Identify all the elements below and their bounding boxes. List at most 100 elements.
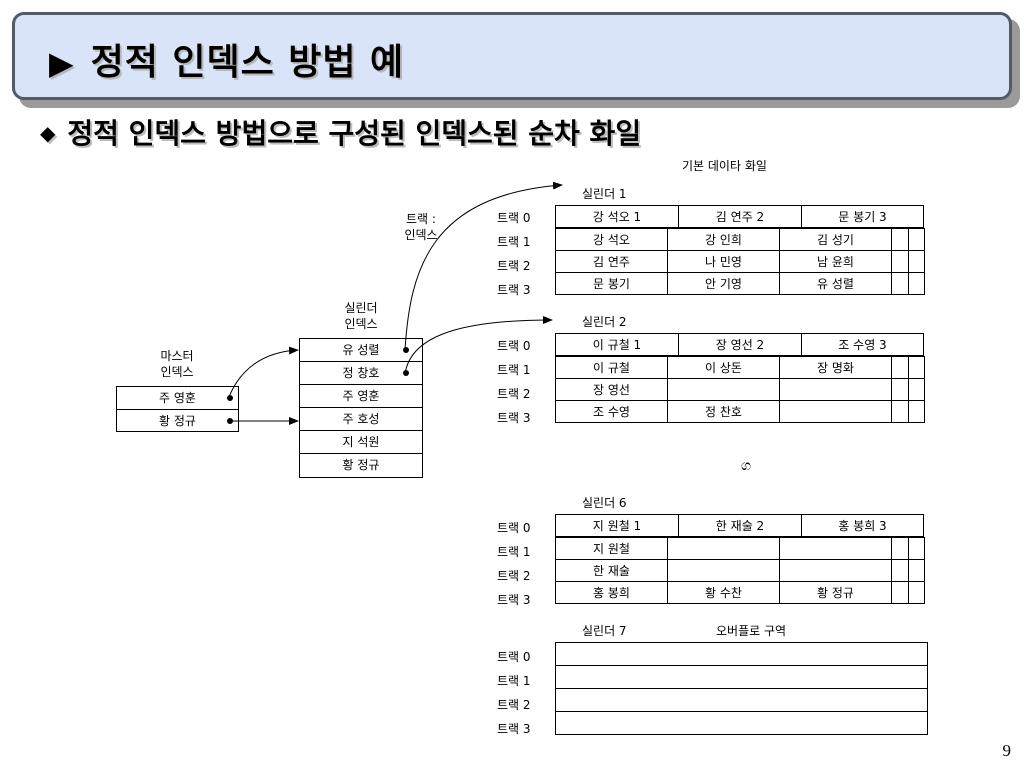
empty-cell (891, 400, 909, 423)
record-cell: 홍 봉희 3 (801, 514, 924, 537)
record-cell (779, 378, 892, 401)
overflow-area-label: 오버플로 구역 (716, 624, 787, 638)
track-label: 트랙 1 (497, 363, 531, 377)
record-cell: 한 재술 (555, 559, 668, 582)
record-cell: 조 수영 3 (801, 333, 924, 356)
arrow-master-to-cylinder-index-1 (228, 346, 299, 398)
record-cell: 장 영선 2 (678, 333, 802, 356)
record-cell: 김 연주 (555, 250, 668, 273)
cylinder-index-entry: 유 성렬 (300, 339, 422, 362)
master-index-label-line1: 마스터 (160, 349, 194, 363)
cylinder-index-table: 유 성렬 정 창호 주 영훈 주 호성 지 석원 황 정규 (299, 338, 423, 478)
empty-cell (908, 559, 925, 582)
cylinder-index-entry-text: 정 창호 (342, 366, 380, 380)
basic-data-file-label: 기본 데이타 화일 (682, 159, 767, 173)
record-cell: 한 재술 2 (678, 514, 802, 537)
cylinder-1-track-0-table: 강 석오 1 김 연주 2 문 봉기 3 (555, 205, 924, 228)
pointer-dot (403, 370, 409, 376)
cylinder-index-entry-text: 황 정규 (342, 458, 380, 472)
page-title: ▶정적 인덱스 방법 예 (49, 33, 404, 85)
record-cell (667, 378, 780, 401)
overflow-track-cell (555, 642, 928, 666)
record-cell: 나 민영 (667, 250, 780, 273)
track-label: 트랙 2 (497, 698, 531, 712)
master-index-label-line2: 인덱스 (160, 365, 194, 379)
record-cell: 문 봉기 (555, 272, 668, 295)
empty-cell (891, 559, 909, 582)
record-cell: 정 찬호 (667, 400, 780, 423)
track-index-label-line1: 트랙 : (406, 212, 436, 226)
empty-cell (891, 378, 909, 401)
cylinder-index-entry: 주 영훈 (300, 385, 422, 408)
cylinder-index-entry-text: 지 석원 (342, 435, 380, 449)
cylinder-1-data-tracks-table: 강 석오 강 인희 김 성기 김 연주 나 민영 남 윤희 문 봉기 안 기영 … (555, 228, 925, 295)
record-cell (779, 537, 892, 560)
cylinder-index-entry: 황 정규 (300, 454, 422, 477)
pointer-dot (403, 347, 409, 353)
record-cell (779, 400, 892, 423)
record-cell (667, 537, 780, 560)
record-cell: 장 영선 (555, 378, 668, 401)
record-cell: 문 봉기 3 (801, 205, 924, 228)
cylinder-1-label: 실린더 1 (582, 187, 627, 201)
overflow-track-cell (555, 688, 928, 712)
empty-cell (891, 250, 909, 273)
master-index-entry-text: 황 정규 (159, 414, 196, 428)
play-arrow-icon: ▶ (49, 44, 75, 82)
master-index-label: 마스터 인덱스 (147, 348, 207, 380)
cylinder-7-label: 실린더 7 (582, 624, 627, 638)
empty-cell (908, 537, 925, 560)
cylinder-index-entry: 정 창호 (300, 362, 422, 385)
record-cell: 강 석오 1 (555, 205, 679, 228)
track-label: 트랙 1 (497, 235, 531, 249)
record-cell (667, 559, 780, 582)
cylinder-index-entry-text: 주 호성 (342, 412, 380, 426)
record-cell: 지 원철 1 (555, 514, 679, 537)
track-label: 트랙 3 (497, 593, 531, 607)
cylinder-2-label: 실린더 2 (582, 315, 627, 329)
cylinder-index-entry: 지 석원 (300, 431, 422, 454)
overflow-track-cell (555, 711, 928, 735)
track-label: 트랙 2 (497, 259, 531, 273)
empty-cell (891, 581, 909, 604)
cylinder-2-track-0-table: 이 규철 1 장 영선 2 조 수영 3 (555, 333, 924, 356)
record-cell: 김 연주 2 (678, 205, 802, 228)
cylinder-6-track-0-table: 지 원철 1 한 재술 2 홍 봉희 3 (555, 514, 924, 537)
subtitle-text: 정적 인덱스 방법으로 구성된 인덱스된 순차 화일 (67, 117, 642, 150)
record-cell: 지 원철 (555, 537, 668, 560)
record-cell: 장 명화 (779, 356, 892, 379)
empty-cell (908, 400, 925, 423)
ellipsis-mark: ග (741, 458, 752, 474)
diamond-bullet-icon: ◆ (40, 121, 56, 145)
record-cell: 이 규철 (555, 356, 668, 379)
track-label: 트랙 1 (497, 545, 531, 559)
subtitle: ◆ 정적 인덱스 방법으로 구성된 인덱스된 순차 화일 (40, 112, 641, 152)
empty-cell (908, 228, 925, 251)
cylinder-index-label-line1: 실린더 (344, 301, 378, 315)
record-cell: 강 인희 (667, 228, 780, 251)
cylinder-index-entry: 주 호성 (300, 408, 422, 431)
arrow-to-cylinder-1 (404, 181, 563, 351)
master-index-entry: 주 영훈 (117, 387, 238, 410)
empty-cell (908, 250, 925, 273)
record-cell: 이 상돈 (667, 356, 780, 379)
track-index-label-line2: 인덱스 (404, 228, 438, 242)
track-label: 트랙 3 (497, 283, 531, 297)
record-cell: 유 성렬 (779, 272, 892, 295)
master-index-table: 주 영훈 황 정규 (116, 386, 239, 432)
track-label: 트랙 2 (497, 569, 531, 583)
title-box: ▶정적 인덱스 방법 예 (12, 12, 1012, 100)
track-label: 트랙 3 (497, 722, 531, 736)
overflow-area-table (555, 642, 928, 735)
track-label: 트랙 1 (497, 674, 531, 688)
track-label: 트랙 0 (497, 521, 531, 535)
pointer-dot (227, 418, 233, 424)
track-label: 트랙 0 (497, 211, 531, 225)
empty-cell (908, 272, 925, 295)
record-cell: 황 정규 (779, 581, 892, 604)
cylinder-index-label: 실린더 인덱스 (331, 300, 391, 332)
cylinder-index-entry-text: 주 영훈 (342, 389, 380, 403)
empty-cell (891, 228, 909, 251)
cylinder-6-data-tracks-table: 지 원철 한 재술 홍 봉희 황 수찬 황 정규 (555, 537, 925, 604)
track-label: 트랙 2 (497, 387, 531, 401)
